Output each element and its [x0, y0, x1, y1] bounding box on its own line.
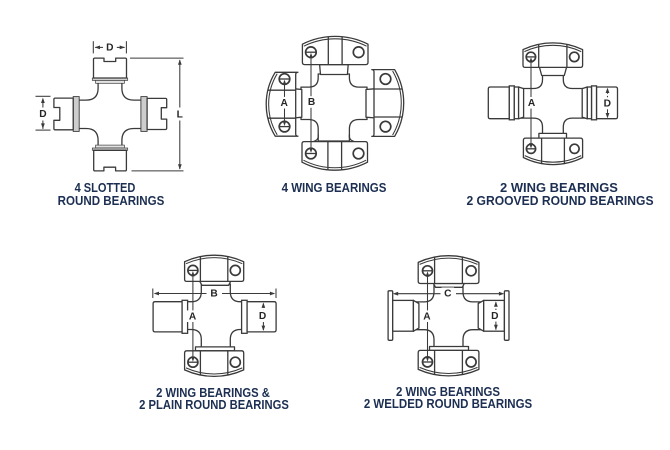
svg-text:A: A — [528, 98, 536, 109]
svg-text:D: D — [106, 43, 113, 54]
svg-text:C: C — [444, 289, 452, 300]
svg-text:D: D — [491, 311, 498, 322]
svg-text:D: D — [604, 99, 611, 110]
svg-text:L: L — [177, 109, 183, 120]
svg-text:B: B — [308, 97, 315, 108]
svg-text:A: A — [189, 311, 197, 322]
svg-text:B: B — [210, 289, 217, 300]
svg-text:A: A — [423, 311, 431, 322]
svg-text:D: D — [259, 311, 266, 322]
svg-text:D: D — [39, 109, 46, 120]
svg-text:A: A — [281, 98, 289, 109]
